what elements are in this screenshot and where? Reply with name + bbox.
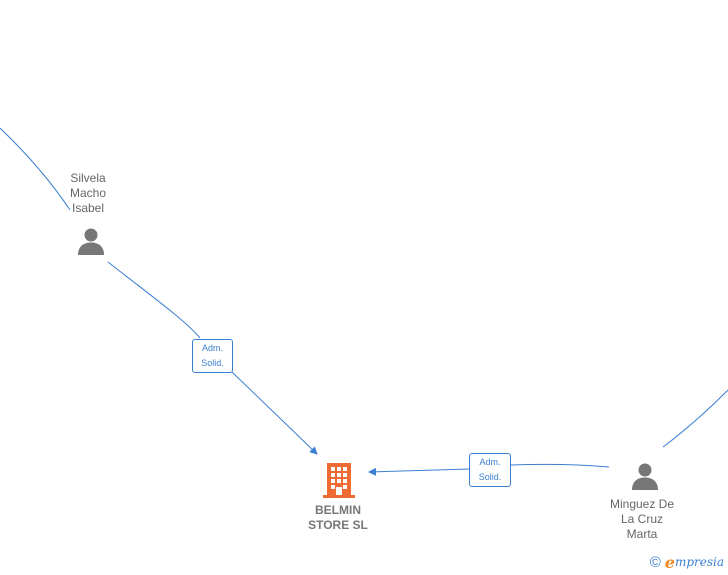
edge-offscreen-top-left xyxy=(0,127,71,211)
edge-label-adm-solid-top[interactable]: Adm. Solid. xyxy=(192,339,233,373)
person-icon[interactable] xyxy=(76,226,106,256)
copyright-icon: © xyxy=(649,553,661,571)
person-icon[interactable] xyxy=(630,461,660,491)
brand-e: e xyxy=(664,552,675,572)
person-label-silvela: Silvela Macho Isabel xyxy=(69,171,107,215)
edge-silvela-to-belmin[interactable] xyxy=(107,261,201,339)
edge-offscreen-right xyxy=(662,389,728,448)
building-icon[interactable] xyxy=(323,462,355,498)
brand-text: mpresia xyxy=(674,555,724,569)
edge-silvela-to-belmin-arrow[interactable] xyxy=(231,371,318,455)
edge-label-adm-solid-right[interactable]: Adm. Solid. xyxy=(469,453,511,487)
edge-minguez-to-belmin[interactable] xyxy=(510,463,610,468)
empresia-logo: © e mpresia xyxy=(649,552,724,572)
person-label-minguez: Minguez De La Cruz Marta xyxy=(609,497,675,541)
edge-minguez-to-belmin-arrow[interactable] xyxy=(368,467,471,476)
company-label-belmin[interactable]: BELMIN STORE SL xyxy=(308,503,368,532)
